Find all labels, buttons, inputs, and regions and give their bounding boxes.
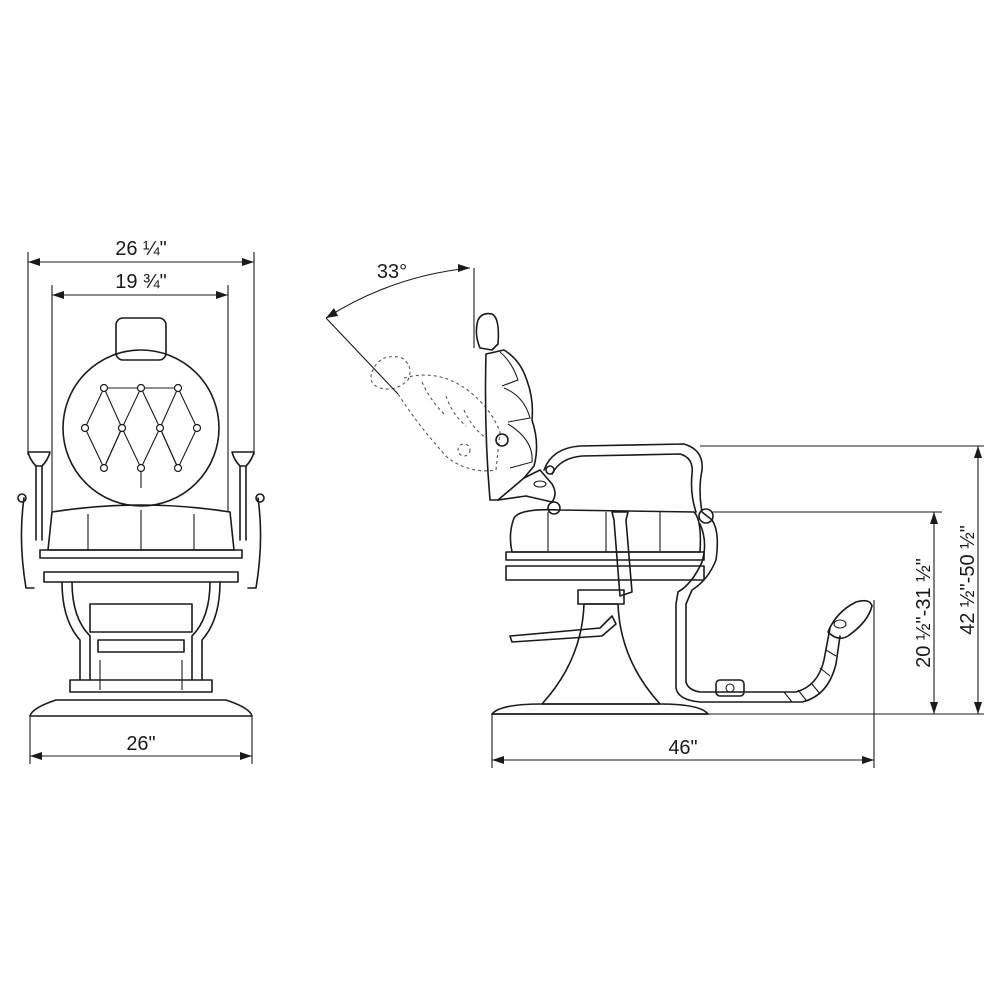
- front-tufting: [80, 383, 202, 488]
- side-view: [370, 312, 873, 715]
- side-pedestal: [491, 589, 709, 715]
- base-width-label: 26": [126, 733, 155, 755]
- front-headrest: [115, 317, 167, 361]
- side-lever: [509, 511, 633, 643]
- total-height-label: 42 ½"-50 ½": [957, 525, 979, 635]
- overall-length-label: 46": [668, 737, 697, 759]
- side-arm: [543, 443, 714, 524]
- front-pedestal: [29, 581, 253, 717]
- side-backrest: [475, 312, 561, 515]
- front-dimensions: 26 ¼" 19 ¾" 26": [27, 238, 255, 764]
- reclined-backrest-ghost: [370, 356, 501, 472]
- side-seat: [505, 508, 705, 581]
- overall-width-label: 26 ¼": [115, 238, 167, 260]
- side-dimensions: 33° 46" 20 ½"-31 ½" 42 ½"-50 ½": [325, 261, 984, 768]
- front-view: [17, 317, 265, 717]
- front-seat: [39, 504, 243, 583]
- front-arms: [17, 451, 265, 589]
- side-footrest: [675, 519, 873, 703]
- seat-width-label: 19 ¾": [115, 271, 167, 293]
- recline-angle-label: 33°: [377, 261, 407, 283]
- front-backrest: [62, 349, 220, 507]
- seat-height-label: 20 ½"-31 ½": [913, 558, 935, 668]
